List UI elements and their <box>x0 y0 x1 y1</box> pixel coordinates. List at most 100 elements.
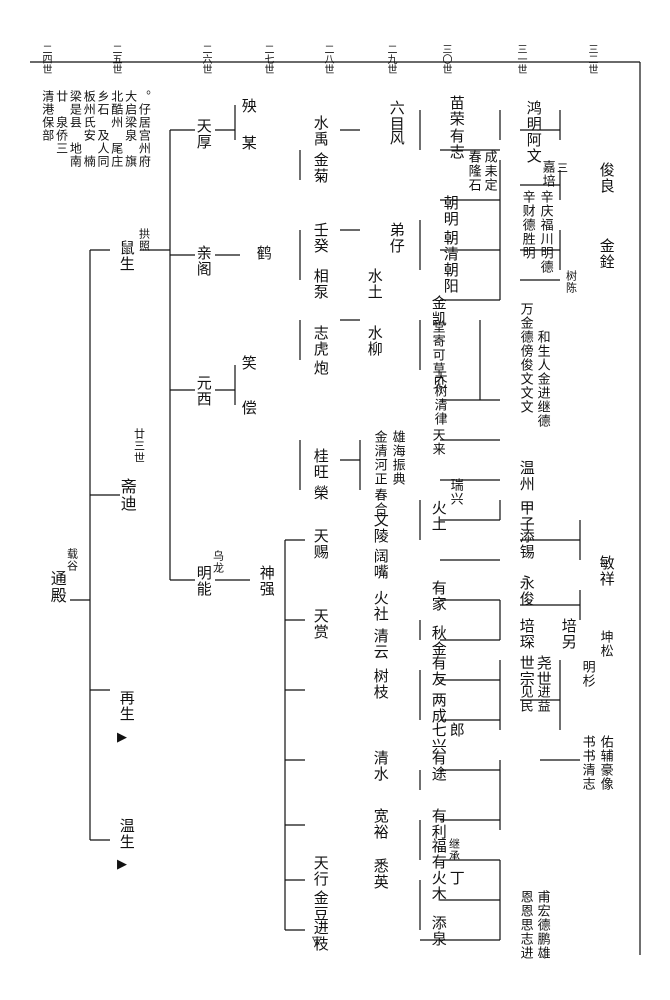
branch-i-node: 添泉 <box>429 915 448 947</box>
branch-d-node: 瑞兴 <box>447 478 463 506</box>
branch-g-node: 世宗 <box>517 655 536 687</box>
branch-e-node: 神强 <box>257 565 276 597</box>
branch-g-node: 七兴 <box>429 722 448 754</box>
son-1: 鼠生 <box>117 240 136 272</box>
branch-a-node: 阿文 <box>524 132 543 164</box>
branch-d-node: 雄海 <box>389 430 405 458</box>
generation-label: 三二世 <box>586 44 597 74</box>
branch-b-node: 辛庆福川明德 <box>537 190 553 274</box>
branch-a-node: 鸿明 <box>524 100 543 132</box>
branch-i-node: 恩恩思志进 <box>517 890 533 960</box>
branch-h-node: 进益 <box>534 685 550 713</box>
generation-label: 二七世 <box>262 44 273 74</box>
header-note: 。仔居宫州府 大启梁泉 旗北酷州 尾庄乡石 及人同 板州氏安 楠梁是县 地南廿 … <box>40 90 152 181</box>
branch-c-node: 金凯 <box>429 295 448 327</box>
branch-c-node: 偿 <box>239 400 258 416</box>
branch-d-node: 桂旺 <box>311 448 330 480</box>
branch-d-node: 榮 <box>311 485 330 501</box>
branch-c-node: 水柳 <box>365 325 384 357</box>
branch-h-node: 见民 <box>517 685 533 713</box>
generation-label: 二五世 <box>110 44 121 74</box>
branch-g-node: 佑辅豪像 <box>597 735 613 791</box>
branch-h-node: 有途 <box>429 750 448 782</box>
branch-c-node: 堂寄可草见 <box>429 320 445 390</box>
branch-c-node: 元西 <box>194 375 213 407</box>
branch-f-node: 有家 <box>429 580 448 612</box>
branch-f-node: 天赏 <box>311 608 330 640</box>
branch-e-node: 天赐 <box>311 528 330 560</box>
branch-c-node: 炮 <box>311 360 330 376</box>
branch-g-node: 两成 <box>429 692 448 724</box>
branch-b-node: 弟仔 <box>387 222 406 254</box>
generation-label: 二九世 <box>385 44 396 74</box>
branch-d-node: 金清 <box>371 430 387 458</box>
branch-i-node: 金豆 <box>311 890 330 922</box>
generation-label: 二六世 <box>200 44 211 74</box>
son-1-note: 拱照 <box>137 228 151 252</box>
branch-f-node: 秋金 <box>429 625 448 657</box>
branch-c-node: 笑 <box>239 355 258 371</box>
branch-d-node: 天来 <box>429 428 445 456</box>
generation-label: 二四世 <box>40 44 51 74</box>
branch-e-node: 明能 <box>194 565 213 597</box>
branch-d-node: 春合 <box>371 488 387 516</box>
branch-c-node: 和生人金进继德 <box>534 330 550 428</box>
branch-c-node: 志虎 <box>311 325 330 357</box>
branch-b-node: 朝阳 <box>441 262 460 294</box>
branch-b-node: 亲阁 <box>194 245 213 277</box>
branch-i-node: 丁 <box>447 870 466 886</box>
generation-label: 三〇世 <box>440 44 451 74</box>
branch-h-node: 坤松 <box>597 630 613 658</box>
branch-i-node: 继承 <box>447 838 461 862</box>
branch-i-node: 悉英 <box>371 858 390 890</box>
root-note: 载谷 <box>65 548 79 572</box>
branch-c-node: 水土 <box>365 268 384 300</box>
branch-a-node: 殃 <box>239 98 258 114</box>
branch-b-node: 壬癸 <box>311 222 330 254</box>
ancestor-mid-name: 斋迪 <box>117 478 137 512</box>
branch-i-node: 有利 <box>429 808 448 840</box>
branch-h-node: 明杉 <box>579 660 595 688</box>
branch-a-node: 六目 <box>387 100 406 132</box>
branch-b-node: 鹤 <box>254 245 273 261</box>
branch-b-node: 嘉培 <box>539 160 555 188</box>
branch-g-node: 郎 <box>447 722 466 738</box>
branch-b-node: 春隆石 <box>465 150 481 192</box>
branch-i-node: 天行 <box>311 855 330 887</box>
root-name: 通殿 <box>47 570 67 604</box>
branch-a-node: 风 <box>387 130 406 146</box>
branch-i-node: 火木 <box>429 870 448 902</box>
branch-f-node: 敏祥 <box>597 555 616 587</box>
branch-g-node: 有友 <box>429 655 448 687</box>
son-2: 再生 <box>117 690 136 722</box>
branch-c-node: 德傍俊文文文 <box>517 330 533 414</box>
branch-b-node: 朝明 <box>441 195 460 227</box>
branch-e-node: 火土 <box>429 500 448 532</box>
branch-f-node: 清云 <box>371 628 390 660</box>
branch-a-node: 天厚 <box>194 118 213 150</box>
branch-b-node: 树陈 <box>564 270 578 294</box>
branch-a-node: 某 <box>239 135 258 151</box>
branch-e-node: 温州 <box>517 460 536 492</box>
branch-b-node: 金銓 <box>597 238 616 270</box>
branch-g-node: 树枝 <box>371 668 390 700</box>
son-3: 温生 <box>117 818 136 850</box>
generation-label: 二八世 <box>322 44 333 74</box>
branch-f-node: 添锡 <box>517 528 536 560</box>
branch-a-node: 水禹 <box>311 115 330 147</box>
branch-c-node: 万金 <box>517 302 533 330</box>
branch-g-node: 培另 <box>559 618 578 650</box>
branch-b-node: 相泵 <box>311 268 330 300</box>
branch-i-node: 甫宏德鹏雄 <box>534 890 550 960</box>
branch-d-node: 河正 <box>371 458 387 486</box>
arrow-icon: ▶ <box>117 730 127 745</box>
branch-e-node: 阔嘴 <box>371 548 390 580</box>
branch-a-node: 金菊 <box>311 152 330 184</box>
branch-a-node: 苗荣 <box>447 95 466 127</box>
branch-b-node: 辛财德胜明 <box>519 190 535 260</box>
branch-a-node: 有志 <box>447 128 466 160</box>
branch-d-node: 振典 <box>389 458 405 486</box>
branch-b-node: 俊良 <box>597 162 616 194</box>
generation-label: 三一世 <box>515 44 526 74</box>
